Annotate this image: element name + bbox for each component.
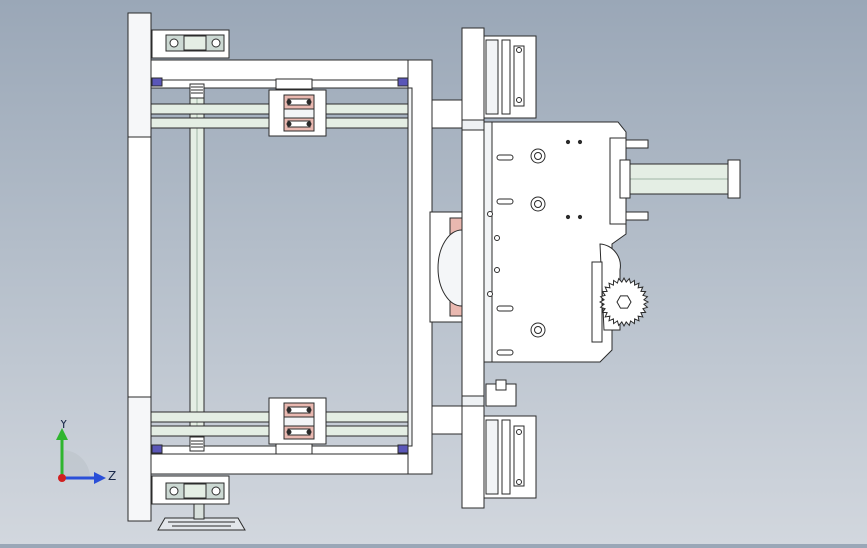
lower-rod-link xyxy=(431,405,463,435)
top-bearing-center xyxy=(183,35,207,51)
z-axis-arrow xyxy=(94,472,106,484)
bottom-bearing-center xyxy=(183,483,207,499)
plate-slot xyxy=(496,154,514,161)
right-mount-plate xyxy=(483,121,627,363)
frame-right-column-inner xyxy=(407,87,413,447)
center-drum xyxy=(437,229,463,307)
top-beam-nut-right xyxy=(397,77,409,87)
bottom-bearing-bolt-left xyxy=(169,486,179,496)
axis-triad: Y Z xyxy=(56,420,116,484)
top-bearing-bolt-left xyxy=(169,38,179,48)
output-shaft-collar xyxy=(619,159,631,199)
left-plate-upper-flange xyxy=(127,12,152,138)
y-axis-arrow xyxy=(56,428,68,440)
left-plate-lower-flange xyxy=(127,396,152,522)
bottom-beam-nut-left xyxy=(151,444,163,454)
bottom-beam-nut-right xyxy=(397,444,409,454)
z-axis-label: Z xyxy=(108,469,116,483)
frame-bottom-beam xyxy=(150,453,409,475)
vertical-rod-top-nut xyxy=(189,83,205,99)
gear-hub xyxy=(616,295,632,309)
top-bearing-bolt-right xyxy=(211,38,221,48)
frame-top-beam xyxy=(150,59,409,81)
spur-gear xyxy=(598,276,650,328)
triad-origin xyxy=(58,474,66,482)
right-main-plate xyxy=(461,27,485,509)
foot-stem xyxy=(193,503,205,520)
plate-slot xyxy=(496,305,514,312)
y-axis-label: Y xyxy=(59,420,68,431)
bottom-bearing-bolt-right xyxy=(211,486,221,496)
upper-rod-link xyxy=(431,99,463,129)
output-shaft-nut xyxy=(727,159,741,199)
top-beam-nut-left xyxy=(151,77,163,87)
plate-slot xyxy=(496,349,514,356)
foot-pad xyxy=(157,517,246,531)
plate-slot xyxy=(496,198,514,205)
triad-plane-sector xyxy=(62,450,90,478)
